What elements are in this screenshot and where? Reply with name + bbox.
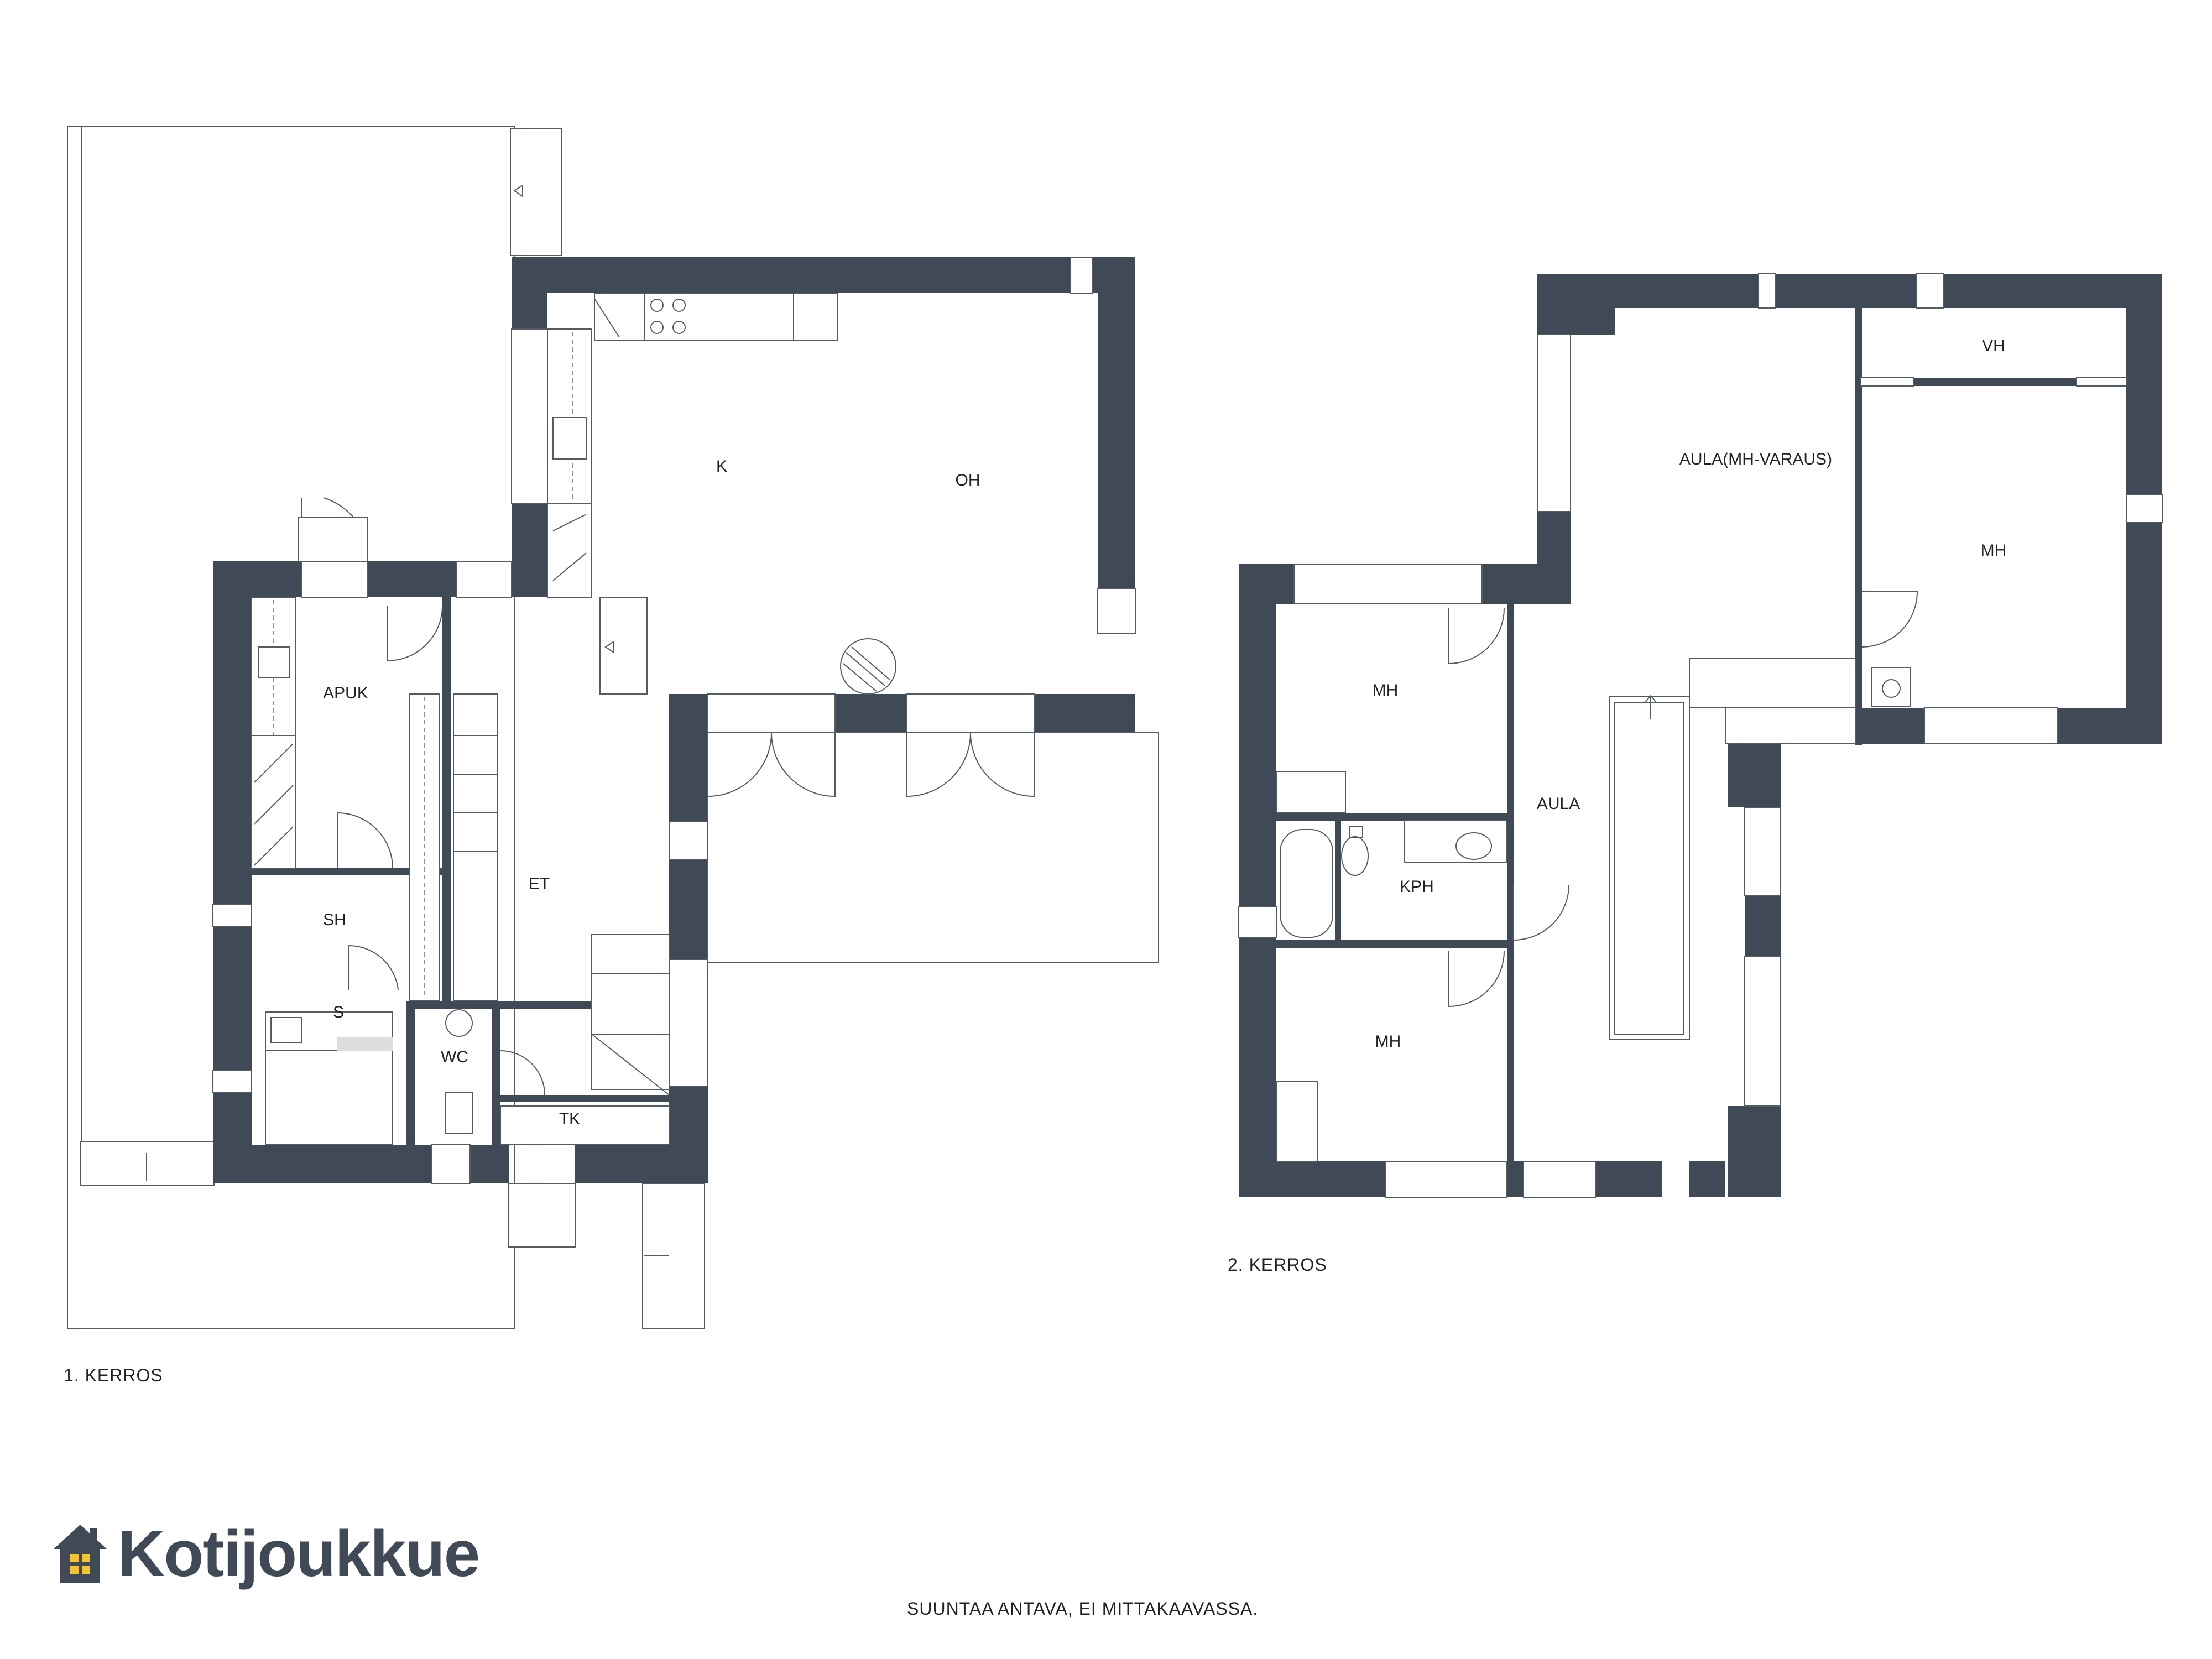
floor-1-stairs (409, 693, 670, 1095)
floor-1-walls (213, 257, 1135, 1183)
utility-fixtures (251, 597, 670, 1145)
room-label-sh: SH (323, 911, 346, 929)
floor-1-caption: 1. KERROS (64, 1365, 163, 1385)
room-label-apuk: APUK (323, 684, 368, 702)
footer-disclaimer: SUUNTAA ANTAVA, EI MITTAKAAVASSA. (907, 1599, 1258, 1619)
room-label-mh-right: MH (1981, 541, 2007, 560)
room-label-wc: WC (441, 1048, 468, 1066)
balcony-outline (707, 732, 1159, 963)
fireplace-icon (840, 638, 896, 695)
room-label-aula-mh-varaus: AULA(MH-VARAUS) (1679, 450, 1832, 468)
room-label-vh: VH (1982, 337, 2005, 355)
room-label-mh-top: MH (1373, 681, 1399, 700)
floor-2-windows (1238, 273, 2163, 1198)
floor-1-doors (298, 497, 1159, 1248)
terrace-steps-top (510, 128, 562, 256)
room-label-k: K (716, 457, 727, 476)
floor-1-plan (67, 126, 1159, 1329)
room-label-kph: KPH (1400, 878, 1434, 896)
floor-2-plan (1238, 273, 2163, 1198)
room-label-oh: OH (956, 471, 980, 489)
house-logo-icon (54, 1525, 107, 1583)
floor-2-fixtures (1276, 667, 1911, 1162)
room-labels: K OH APUK ET SH S WC TK VH AULA(MH-VARAU… (323, 337, 2006, 1128)
floor-2-doors (1448, 591, 1918, 1008)
kitchen-fixtures (547, 293, 896, 695)
floor-2-caption: 2. KERROS (1228, 1255, 1327, 1275)
room-label-mh-bottom: MH (1375, 1032, 1401, 1051)
room-label-et: ET (529, 875, 550, 893)
floor-2-stairs (1609, 658, 1856, 1040)
room-label-s: S (333, 1003, 344, 1021)
brand-logo: Kotijoukkue (53, 1512, 480, 1595)
room-label-aula: AULA (1537, 795, 1580, 813)
brand-name: Kotijoukkue (118, 1517, 480, 1590)
room-label-tk: TK (559, 1110, 580, 1128)
